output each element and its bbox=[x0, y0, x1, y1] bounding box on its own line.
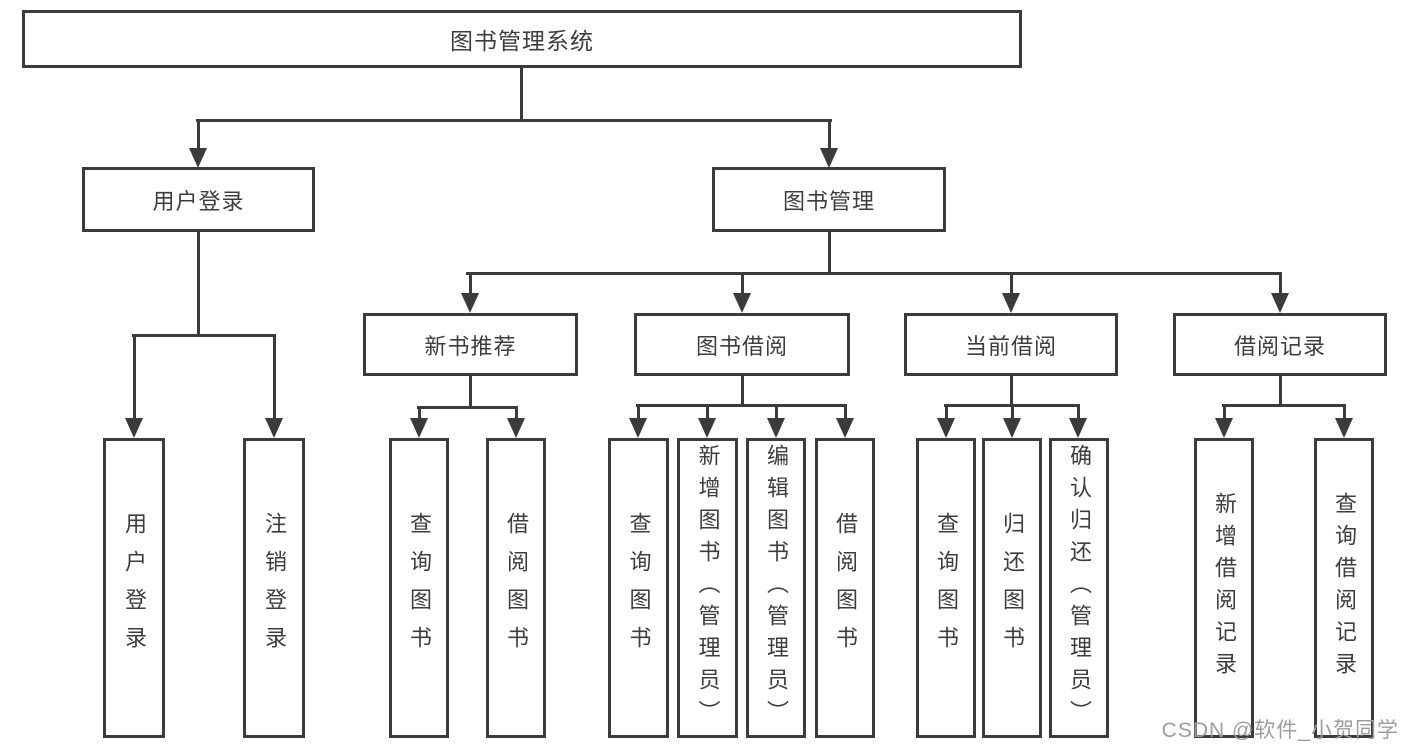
leaf-query-borrow-record: 查询借阅记录 bbox=[1314, 438, 1374, 738]
connector-book-management-branch bbox=[466, 272, 1282, 275]
leaf-label: 注销登录 bbox=[262, 512, 287, 664]
leaf-label: 新增图书（管理员） bbox=[695, 444, 721, 732]
node-user-login: 用户登录 bbox=[82, 167, 315, 232]
leaf-label: 查询借阅记录 bbox=[1332, 492, 1357, 684]
arrowhead-down bbox=[125, 418, 143, 438]
arrowhead-down bbox=[1003, 418, 1021, 438]
node-current-borrowing: 当前借阅 bbox=[904, 313, 1118, 376]
node-borrowing-records: 借阅记录 bbox=[1173, 313, 1387, 376]
node-label: 图书借阅 bbox=[695, 333, 788, 359]
connector-drop-leaf bbox=[844, 404, 847, 420]
connector-drop-book-management bbox=[828, 119, 831, 151]
node-label: 借阅记录 bbox=[1233, 333, 1326, 359]
connector-drop-leaf bbox=[273, 334, 276, 420]
connector-drop-current-borrow bbox=[1010, 272, 1013, 296]
leaf-query-books-current: 查询图书 bbox=[916, 438, 976, 738]
arrowhead-down bbox=[507, 418, 525, 438]
leaf-label: 归还图书 bbox=[1000, 512, 1025, 664]
leaf-query-books-recommend: 查询图书 bbox=[389, 438, 449, 738]
arrowhead-down bbox=[1069, 418, 1087, 438]
leaf-label: 查询图书 bbox=[626, 512, 652, 664]
arrowhead-down bbox=[1215, 418, 1233, 438]
csdn-watermark: CSDN @软件_小贺同学 bbox=[1161, 719, 1399, 742]
leaf-logout: 注销登录 bbox=[243, 438, 305, 738]
node-new-book-recommendation: 新书推荐 bbox=[363, 313, 578, 376]
connector-drop-leaf bbox=[1077, 404, 1080, 420]
connector-drop-leaf bbox=[133, 334, 136, 420]
arrowhead-down bbox=[189, 148, 207, 168]
arrowhead-down bbox=[410, 418, 428, 438]
arrowhead-down bbox=[629, 418, 647, 438]
connector-drop-new-book bbox=[469, 272, 472, 296]
connector-drop-leaf bbox=[637, 404, 640, 420]
node-book-management: 图书管理 bbox=[712, 167, 946, 232]
connector-root-branch bbox=[196, 119, 832, 122]
leaf-label: 编辑图书（管理员） bbox=[764, 444, 789, 732]
leaf-edit-books-admin: 编辑图书（管理员） bbox=[746, 438, 806, 738]
connector-new-book-branch bbox=[417, 406, 518, 409]
leaf-label: 借阅图书 bbox=[504, 512, 529, 664]
arrowhead-down bbox=[733, 293, 751, 313]
connector-drop-leaf bbox=[775, 404, 778, 420]
connector-current-borrow-stem bbox=[1010, 376, 1013, 406]
leaf-user-login: 用户登录 bbox=[103, 438, 165, 738]
connector-drop-user-login bbox=[197, 119, 200, 151]
node-label: 图书管理 bbox=[782, 188, 875, 214]
arrowhead-down bbox=[1002, 293, 1020, 313]
leaf-query-books-borrowing: 查询图书 bbox=[608, 438, 669, 738]
arrowhead-down bbox=[265, 418, 283, 438]
leaf-return-books: 归还图书 bbox=[982, 438, 1042, 738]
connector-drop-leaf bbox=[515, 406, 518, 420]
leaf-label: 查询图书 bbox=[407, 512, 432, 664]
arrowhead-down bbox=[1335, 418, 1353, 438]
leaf-add-books-admin: 新增图书（管理员） bbox=[677, 438, 738, 738]
connector-book-borrow-branch bbox=[636, 404, 846, 407]
connector-drop-leaf bbox=[1343, 404, 1346, 420]
node-label: 用户登录 bbox=[152, 188, 245, 214]
connector-drop-leaf bbox=[945, 404, 948, 420]
connector-new-book-stem bbox=[469, 376, 472, 408]
node-label: 新书推荐 bbox=[424, 333, 517, 359]
node-label: 当前借阅 bbox=[964, 333, 1057, 359]
node-label: 图书管理系统 bbox=[450, 28, 594, 54]
arrowhead-down bbox=[461, 293, 479, 313]
connector-book-borrow-stem bbox=[741, 376, 744, 406]
connector-drop-leaf bbox=[706, 404, 709, 420]
leaf-label: 查询图书 bbox=[934, 512, 959, 664]
connector-book-management-stem bbox=[828, 232, 831, 275]
connector-drop-book-borrow bbox=[741, 272, 744, 296]
connector-drop-borrow-records bbox=[1279, 272, 1282, 296]
connector-root-stem bbox=[520, 68, 523, 121]
connector-user-login-stem bbox=[197, 232, 200, 336]
leaf-add-borrow-record: 新增借阅记录 bbox=[1194, 438, 1254, 738]
leaf-label: 新增借阅记录 bbox=[1212, 492, 1237, 684]
arrowhead-down bbox=[767, 418, 785, 438]
leaf-borrow-books: 借阅图书 bbox=[815, 438, 875, 738]
leaf-borrow-books-recommend: 借阅图书 bbox=[486, 438, 546, 738]
arrowhead-down bbox=[836, 418, 854, 438]
connector-borrow-records-branch bbox=[1222, 404, 1346, 407]
connector-drop-leaf bbox=[1011, 404, 1014, 420]
leaf-label: 借阅图书 bbox=[833, 512, 858, 664]
node-book-borrowing: 图书借阅 bbox=[634, 313, 850, 376]
connector-drop-leaf bbox=[418, 406, 421, 420]
connector-user-login-branch bbox=[132, 334, 276, 337]
node-library-management-system: 图书管理系统 bbox=[22, 10, 1022, 68]
connector-borrow-records-stem bbox=[1279, 376, 1282, 406]
arrowhead-down bbox=[1271, 293, 1289, 313]
leaf-confirm-return-admin: 确认归还（管理员） bbox=[1049, 438, 1109, 738]
arrowhead-down bbox=[937, 418, 955, 438]
arrowhead-down bbox=[820, 148, 838, 168]
arrowhead-down bbox=[698, 418, 716, 438]
leaf-label: 确认归还（管理员） bbox=[1067, 444, 1092, 732]
connector-drop-leaf bbox=[1223, 404, 1226, 420]
leaf-label: 用户登录 bbox=[122, 512, 147, 664]
